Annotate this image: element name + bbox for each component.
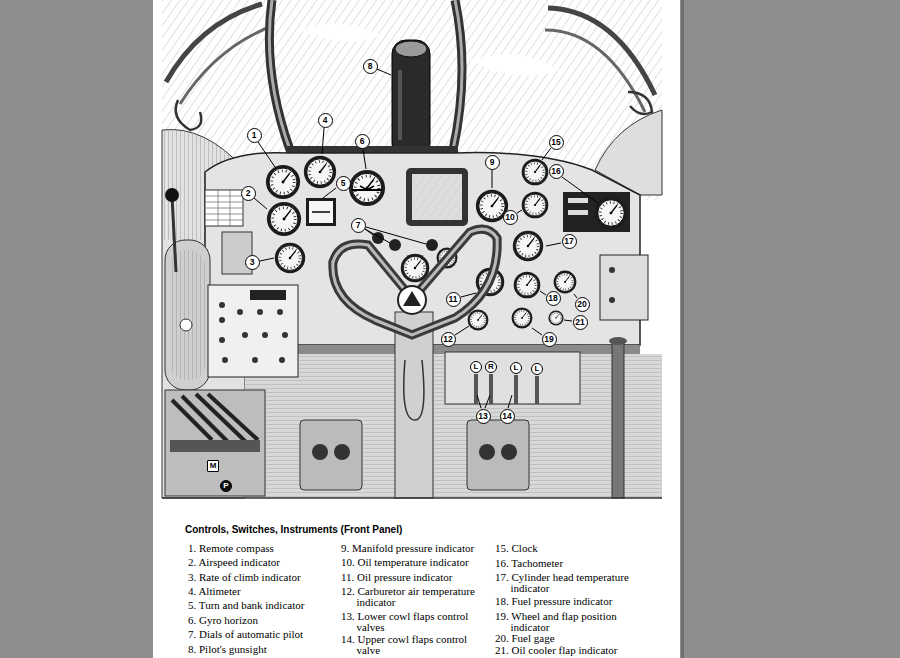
- key-entry: 5. Turn and bank indicator: [188, 600, 336, 611]
- key-entry: 4. Altimeter: [188, 586, 336, 597]
- callout-number: 4: [318, 113, 333, 128]
- callout-number: 15: [549, 135, 564, 150]
- key-entry: 13. Lower cowl flaps control valves: [341, 611, 489, 632]
- key-entry: 15. Clock: [495, 543, 645, 554]
- key-entry: 16. Tachometer: [495, 558, 645, 569]
- key-entry: 12. Carburetor air temperature indicator: [341, 586, 489, 607]
- callout-number: 14: [500, 409, 515, 424]
- callout-number: 12: [441, 332, 456, 347]
- key-entry: 14. Upper cowl flaps control valve: [341, 634, 489, 655]
- key-entry: 21. Oil cooler flap indicator: [495, 645, 645, 656]
- knob-letter: M: [207, 460, 219, 472]
- callout-number: 16: [549, 164, 564, 179]
- callout-number: 11: [446, 292, 461, 307]
- callout-number: 18: [546, 291, 561, 306]
- key-entry: 17. Cylinder head temperature indicator: [495, 572, 645, 593]
- knob-letter: P: [220, 480, 232, 492]
- callout-number: 20: [575, 297, 590, 312]
- panel-title: Controls, Switches, Instruments (Front P…: [185, 524, 402, 536]
- key-entry: 11. Oil pressure indicator: [341, 572, 489, 583]
- callout-number: 3: [245, 255, 260, 270]
- knob-letter: L: [510, 362, 522, 374]
- callout-number: 17: [562, 234, 577, 249]
- callout-number: 10: [503, 210, 518, 225]
- callout-number: 21: [573, 315, 588, 330]
- key-entry: 10. Oil temperature indicator: [341, 557, 489, 568]
- knob-letter: L: [470, 361, 482, 373]
- key-entry: 19. Wheel and flap position indicator: [495, 611, 645, 632]
- knob-letter: L: [531, 363, 543, 375]
- callout-number: 6: [355, 134, 370, 149]
- callout-number: 19: [542, 332, 557, 347]
- key-entry: 1. Remote compass: [188, 543, 336, 554]
- key-entry: 7. Dials of automatic pilot: [188, 629, 336, 640]
- key-entry: 18. Fuel pressure indicator: [495, 596, 645, 607]
- callout-number: 9: [485, 155, 500, 170]
- callout-number: 5: [336, 176, 351, 191]
- callout-number: 8: [363, 59, 378, 74]
- key-entry: 3. Rate of climb indicator: [188, 572, 336, 583]
- callout-number: 1: [247, 128, 262, 143]
- key-entry: 2. Airspeed indicator: [188, 557, 336, 568]
- key-entry: 6. Gyro horizon: [188, 615, 336, 626]
- key-entry: 9. Manifold pressure indicator: [341, 543, 489, 554]
- knob-letter: R: [485, 361, 497, 373]
- callout-number: 13: [476, 409, 491, 424]
- key-entry: 8. Pilot's gunsight: [188, 644, 336, 655]
- key-entry: 20. Fuel gage: [495, 633, 645, 644]
- callout-number: 7: [351, 218, 366, 233]
- callout-number: 2: [241, 186, 256, 201]
